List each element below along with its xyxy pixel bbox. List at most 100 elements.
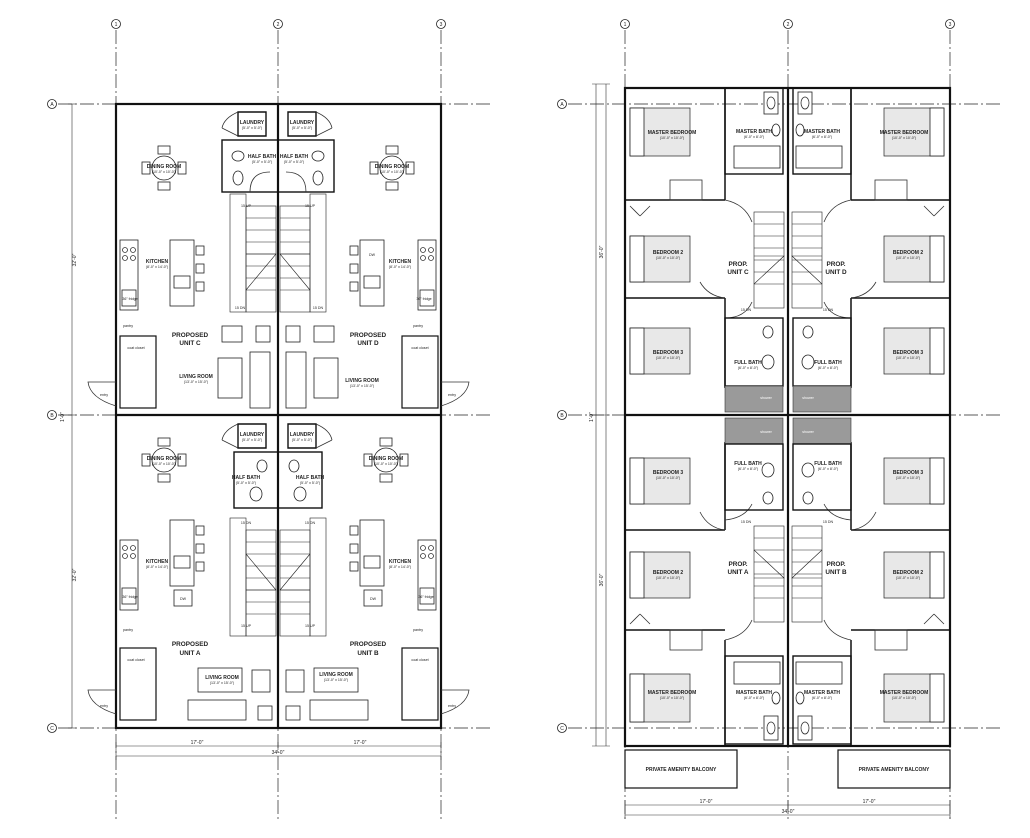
svg-text:(10'-0" x 10'-0"): (10'-0" x 10'-0") [656, 576, 681, 580]
stair-up-label: 15 UP [305, 624, 316, 628]
room-label-bedroom-3: BEDROOM 3 [893, 470, 924, 476]
pantry-label: pantry [413, 628, 423, 632]
room-label-master-bath: MASTER BATH [804, 690, 840, 696]
room-label-bedroom-3: BEDROOM 3 [653, 470, 684, 476]
fridge-label: 36" fridge [122, 595, 137, 599]
room-label-bedroom-2: BEDROOM 2 [653, 250, 684, 256]
room-label-full-bath: FULL BATH [814, 461, 842, 467]
coat-closet-label: coat closet [127, 658, 144, 662]
svg-text:(6'-0" x 8'-0"): (6'-0" x 8'-0") [738, 467, 759, 471]
svg-text:(6'-0" x 8'-0"): (6'-0" x 8'-0") [812, 696, 833, 700]
unit-label-b: PROP. [826, 561, 845, 568]
stair-down-label: 15 DN [305, 521, 316, 525]
entry-label: entry [448, 393, 456, 397]
svg-text:(6'-0" x 8'-0"): (6'-0" x 8'-0") [818, 366, 839, 370]
grid-bubble-label: A [560, 102, 564, 108]
room-label-living: LIVING ROOM [319, 672, 353, 678]
svg-text:(13'-0" x 15'-0"): (13'-0" x 15'-0") [350, 384, 375, 388]
svg-text:(5'-0" x 5'-0"): (5'-0" x 5'-0") [292, 126, 313, 130]
svg-text:(10'-0" x 10'-0"): (10'-0" x 10'-0") [656, 256, 681, 260]
room-label-balcony: PRIVATE AMENITY BALCONY [859, 767, 930, 773]
stair-down-label: 15 DN [235, 306, 246, 310]
room-label-master-bedroom: MASTER BEDROOM [648, 690, 697, 696]
bed [629, 673, 691, 723]
svg-text:(13'-0" x 15'-0"): (13'-0" x 15'-0") [324, 678, 349, 682]
bed [629, 551, 691, 599]
stair-up-label: 15 UP [241, 624, 252, 628]
dimension-lines: 32'-0" 32'-0" 1'-0" 17'-0" 17'-0" 34'-0"… [60, 83, 951, 819]
room-label-half-bath: HALF BATH [232, 475, 261, 481]
room-label-dining: DINING ROOM [369, 456, 403, 462]
bed [883, 673, 945, 723]
room-label-bedroom-2: BEDROOM 2 [893, 250, 924, 256]
grid-bubble-label: B [560, 413, 564, 419]
unit-label-a: UNIT A [727, 569, 748, 576]
svg-text:(8'-0" x 14'-0"): (8'-0" x 14'-0") [146, 265, 169, 269]
dining-table [363, 437, 409, 483]
unit-label-a: UNIT A [179, 650, 200, 657]
unit-label-d: UNIT D [357, 340, 379, 347]
room-label-laundry: LAUNDRY [240, 120, 265, 126]
dim-left-bottom: 32'-0" [72, 568, 78, 581]
stair [753, 211, 823, 309]
room-label-balcony: PRIVATE AMENITY BALCONY [646, 767, 717, 773]
dishwasher-label: DW [369, 253, 376, 257]
coat-closet-label: coat closet [411, 658, 428, 662]
grid-bubble-label: 1 [115, 22, 118, 28]
dim-total-width: 34'-0" [782, 809, 795, 815]
svg-text:(5'-0" x 5'-0"): (5'-0" x 5'-0") [242, 126, 263, 130]
dim-left-mid: 1'-0" [60, 412, 66, 422]
grid-bubble-label: 3 [949, 22, 952, 28]
room-label-kitchen: KITCHEN [389, 259, 412, 265]
unit-label-d: UNIT D [825, 269, 847, 276]
pantry-label: pantry [123, 628, 133, 632]
unit-label-c: UNIT C [179, 340, 201, 347]
room-label-half-bath: HALF BATH [248, 154, 277, 160]
room-label-half-bath: HALF BATH [280, 154, 309, 160]
pantry-label: pantry [123, 324, 133, 328]
entry-label: entry [100, 704, 108, 708]
dim-total-width: 34'-0" [272, 750, 285, 756]
unit-label-c: UNIT C [727, 269, 749, 276]
kitchen-counter [349, 519, 437, 611]
bed [629, 457, 691, 505]
grid-bubble-label: 3 [440, 22, 443, 28]
svg-text:(5'-0" x 5'-0"): (5'-0" x 5'-0") [236, 481, 257, 485]
svg-text:(10'-0" x 10'-0"): (10'-0" x 10'-0") [374, 462, 399, 466]
svg-text:(13'-0" x 15'-0"): (13'-0" x 15'-0") [184, 380, 209, 384]
dim-left-top: 32'-0" [72, 253, 78, 266]
unit-label-c: PROPOSED [172, 332, 209, 339]
room-label-kitchen: KITCHEN [146, 559, 169, 565]
bed [883, 107, 945, 157]
bed [883, 327, 945, 375]
stair-down-label: 15 DN [241, 521, 252, 525]
grid-bubble-label: A [50, 102, 54, 108]
room-label-master-bath: MASTER BATH [804, 129, 840, 135]
dim-unit-width: 17'-0" [191, 740, 204, 746]
svg-text:(6'-0" x 8'-0"): (6'-0" x 8'-0") [744, 696, 765, 700]
svg-text:(10'-0" x 10'-0"): (10'-0" x 10'-0") [660, 136, 685, 140]
pantry-label: pantry [413, 324, 423, 328]
unit-label-d: PROP. [826, 261, 845, 268]
svg-text:(5'-0" x 5'-0"): (5'-0" x 5'-0") [242, 438, 263, 442]
svg-text:(6'-0" x 8'-0"): (6'-0" x 8'-0") [744, 135, 765, 139]
svg-text:(5'-0" x 5'-0"): (5'-0" x 5'-0") [300, 481, 321, 485]
grid-bubble-col [111, 19, 121, 29]
room-label-dining: DINING ROOM [147, 456, 181, 462]
svg-text:(10'-0" x 10'-0"): (10'-0" x 10'-0") [896, 356, 921, 360]
svg-text:(8'-0" x 14'-0"): (8'-0" x 14'-0") [389, 565, 412, 569]
room-label-half-bath: HALF BATH [296, 475, 325, 481]
grid-bubble-label: C [560, 726, 564, 732]
dim-unit-width: 17'-0" [863, 799, 876, 805]
stair-up-label: 15 UP [305, 204, 316, 208]
room-label-bedroom-2: BEDROOM 2 [893, 570, 924, 576]
room-label-kitchen: KITCHEN [146, 259, 169, 265]
svg-text:(5'-0" x 5'-0"): (5'-0" x 5'-0") [292, 438, 313, 442]
svg-text:(8'-0" x 14'-0"): (8'-0" x 14'-0") [389, 265, 412, 269]
room-label-dining: DINING ROOM [375, 164, 409, 170]
room-label-living: LIVING ROOM [345, 378, 379, 384]
ground-floor-plan: LAUNDRY (5'-0" x 5'-0") LAUNDRY (5'-0" x… [87, 102, 470, 730]
room-label-kitchen: KITCHEN [389, 559, 412, 565]
room-label-living: LIVING ROOM [205, 675, 239, 681]
stair [753, 525, 823, 623]
